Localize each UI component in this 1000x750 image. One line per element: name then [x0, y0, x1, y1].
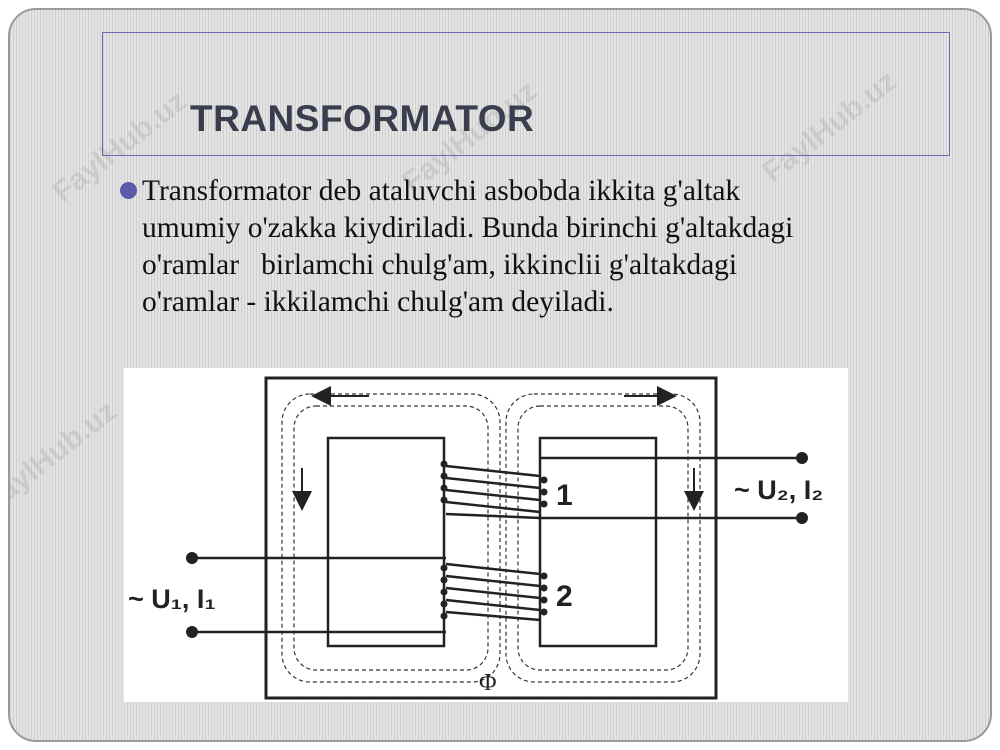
paragraph-line: o'ramlar birlamchi chulg'am, ikkinclii g…: [142, 249, 738, 281]
paragraph-line: o'ramlar - ikkilamchi chulg'am deyiladi.: [142, 286, 614, 318]
coil-2: [445, 562, 541, 622]
paragraph-line: Transformator deb ataluvchi asbobda ikki…: [142, 175, 741, 207]
coil-1: [445, 464, 541, 520]
coil-2-label: 2: [556, 580, 573, 613]
coil-1-dots: [440, 460, 548, 508]
flux-label: Φ: [479, 670, 497, 696]
coil-1-label: 1: [556, 479, 573, 512]
primary-label: ~ U₁, I₁: [128, 584, 216, 614]
title-frame: [102, 32, 950, 156]
secondary-label: ~ U₂, I₂: [734, 475, 823, 505]
watermark: FaylHub.uz: [8, 394, 123, 519]
secondary-terminal: [796, 452, 808, 464]
bullet-icon: [120, 182, 137, 199]
primary-terminal: [186, 626, 198, 638]
primary-terminal: [186, 552, 198, 564]
coil-2-dots: [440, 564, 548, 620]
secondary-terminal: [796, 512, 808, 524]
paragraph: Transformator deb ataluvchi asbobda ikki…: [142, 173, 962, 321]
core-window-left: [326, 436, 446, 648]
paragraph-line: umumiy o'zakka kiydiriladi. Bunda birinc…: [142, 212, 794, 244]
transformer-svg: 1 2 Φ ~ U₁, I₁ ~ U₂, I₂: [128, 376, 823, 700]
flux-lines: [281, 393, 701, 683]
slide-title: TRANSFORMATOR: [190, 98, 535, 139]
core-window-right: [538, 436, 658, 648]
slide: FaylHub.uz FaylHub.uz FaylHub.uz FaylHub…: [8, 8, 992, 742]
transformer-diagram: 1 2 Φ ~ U₁, I₁ ~ U₂, I₂: [124, 368, 848, 702]
